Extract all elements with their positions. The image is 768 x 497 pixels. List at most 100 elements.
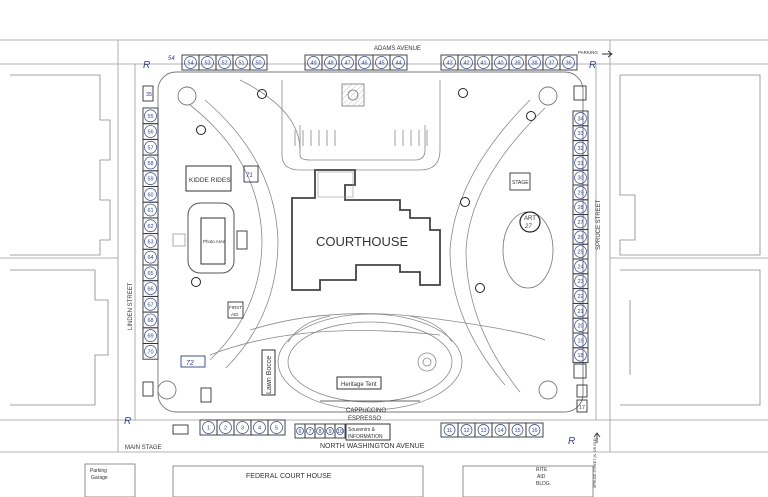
booth-17-label: 17: [579, 405, 585, 411]
booth: [267, 419, 286, 436]
booth-marker: [270, 421, 283, 434]
booth-marker: [460, 424, 473, 436]
parking-garage-label-2: Garage: [91, 475, 108, 481]
lawn-bocce-label: Lawn Bocce: [266, 356, 273, 394]
photo-area-label: Photo Area: [203, 239, 226, 244]
booth-marker: [574, 334, 587, 347]
booth-number: 47: [344, 61, 350, 67]
booth-marker: [341, 56, 354, 69]
booth-marker: [144, 329, 157, 342]
booth-number: 18: [577, 353, 583, 359]
first-aid-label-2: AID: [231, 312, 239, 317]
street-south-label: NORTH WASHINGTON AVENUE: [320, 443, 425, 450]
booth-marker: [324, 56, 337, 69]
booth-number: 45: [378, 61, 384, 67]
booth-marker: [528, 56, 541, 69]
kiddie-rides-label: KIDDE RIDES: [189, 177, 231, 184]
booth-number: 59: [147, 177, 153, 183]
booth-number: 57: [147, 145, 153, 151]
street-labels: ADAMS AVENUE NORTH WASHINGTON AVENUE LIN…: [125, 46, 613, 488]
courthouse-label: COURTHOUSE: [316, 234, 409, 249]
misc-booths: [142, 85, 588, 435]
booth-marker: [392, 56, 405, 69]
fountain-icon: [341, 83, 365, 107]
booth-number: 40: [497, 61, 503, 67]
art-label-line1: ART: [524, 216, 536, 222]
booth-marker: [235, 56, 248, 69]
booth-number: 22: [577, 294, 583, 300]
booth-marker: [144, 156, 157, 170]
booth-number: 34: [577, 116, 583, 122]
booth-number: 49: [310, 61, 316, 67]
art-label-line2: 27: [524, 224, 532, 230]
booth-number: 61: [147, 208, 153, 214]
booth-number: 31: [577, 161, 583, 167]
booth-number: 1: [207, 426, 210, 432]
booth-marker: [574, 141, 587, 155]
booth-marker: [574, 230, 587, 244]
note-72: 72: [186, 360, 194, 367]
booth-marker: [494, 56, 507, 69]
restroom-nw: R: [143, 60, 150, 71]
booth-marker: [574, 348, 587, 362]
booth-marker: [574, 245, 587, 258]
booth-number: 28: [577, 205, 583, 211]
booth-marker: [144, 250, 157, 264]
booth-marker: [375, 56, 388, 69]
booth-number: 9: [328, 429, 331, 435]
booth-marker: [511, 56, 524, 69]
street-west-label: LINDEN STREET: [128, 282, 134, 330]
booth-35-label: 35: [146, 92, 152, 98]
booth-marker: [545, 56, 558, 69]
booth-marker: [144, 188, 157, 201]
booth-marker: [574, 274, 587, 288]
booth-71-label: 71: [246, 173, 253, 179]
walkways: [189, 79, 546, 411]
booth-number: 43: [446, 61, 452, 67]
booth-number: 62: [147, 224, 153, 230]
booth-marker: [144, 219, 157, 233]
booth-number: 46: [361, 61, 367, 67]
parking-label: PARKING: [578, 50, 598, 55]
cappuccino-label-1: CAPPUCCINO: [346, 408, 386, 414]
parking-garage-label-1: Parking: [90, 468, 107, 474]
booth-marker: [296, 427, 304, 435]
booth-number: 21: [577, 309, 583, 315]
booth-marker: [316, 427, 324, 435]
west-buildings: [10, 74, 111, 406]
booth-number: 70: [147, 349, 153, 355]
booth-marker: [494, 424, 507, 436]
heritage-tent-label: Heritage Tent: [341, 382, 377, 388]
booth-number: 11: [447, 428, 453, 434]
booth-marker: [202, 421, 215, 434]
booth-marker: [574, 319, 587, 332]
booth-number: 38: [531, 61, 537, 67]
booth-marker: [144, 203, 157, 217]
booth-number: 58: [147, 161, 153, 167]
booth: [142, 343, 159, 360]
booth-marker: [574, 156, 587, 170]
booth-number: 24: [577, 264, 583, 270]
booth-number: 13: [480, 428, 486, 434]
booth-marker: [144, 125, 157, 138]
booth-number: 63: [147, 239, 153, 245]
booth-number: 16: [531, 428, 537, 434]
booth: [249, 54, 268, 71]
booth-number: 36: [565, 61, 571, 67]
north-arrow-icon: [593, 432, 601, 443]
parking-arrow-icon: [602, 50, 613, 58]
street-north-label: ADAMS AVENUE: [374, 46, 421, 52]
booth-number: 42: [463, 61, 469, 67]
booth-marker: [443, 56, 456, 69]
handwritten-annotations: R R R R 54 72: [124, 56, 596, 447]
booth-marker: [144, 282, 157, 295]
booth-marker: [574, 126, 587, 140]
booth-marker: [460, 56, 473, 69]
booth-marker: [574, 304, 587, 318]
stage-label: STAGE: [512, 180, 529, 186]
booth: [525, 422, 544, 438]
booth-number: 56: [147, 130, 153, 136]
